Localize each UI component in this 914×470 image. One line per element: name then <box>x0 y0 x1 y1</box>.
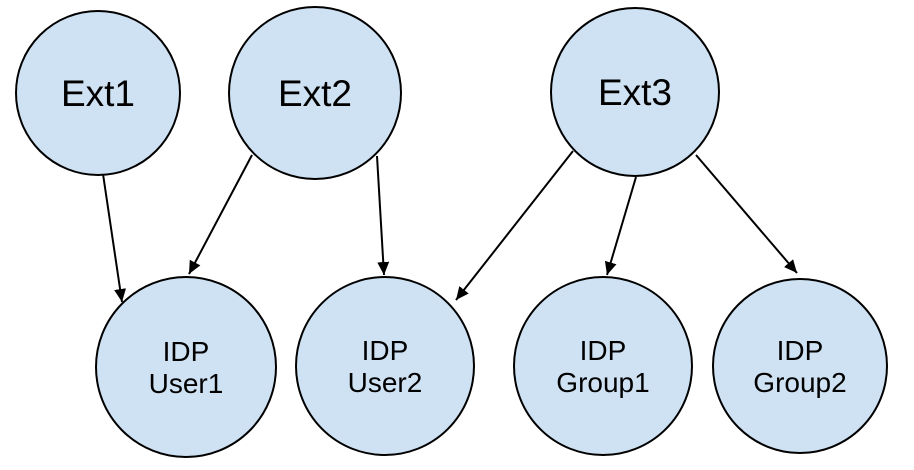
node-label-line: Ext1 <box>61 73 135 114</box>
node-label-line: IDP <box>777 335 824 366</box>
node-label-line: IDP <box>163 336 210 367</box>
node-label-line: Group1 <box>556 367 649 398</box>
node-label-line: Ext2 <box>278 73 352 114</box>
node-circle-ext2 <box>228 6 402 180</box>
node-label-line: IDP <box>580 335 627 366</box>
node-label-ext2: Ext2 <box>278 73 352 114</box>
node-circle-idp-user2 <box>295 276 475 456</box>
node-circle-ext3 <box>550 7 720 177</box>
node-label-line: Group2 <box>753 367 846 398</box>
edge-ext1-to-idp-user1 <box>102 173 127 303</box>
node-label-ext3: Ext3 <box>598 72 672 113</box>
node-label-line: Ext3 <box>598 72 672 113</box>
node-label-ext1: Ext1 <box>61 73 135 114</box>
node-circle-idp-group1 <box>513 276 693 456</box>
node-circle-idp-group2 <box>712 278 888 454</box>
node-circle-ext1 <box>15 10 181 176</box>
node-label-line: IDP <box>362 335 409 366</box>
edge-ext2-to-idp-user1 <box>188 154 253 275</box>
node-ext2: Ext2 <box>228 6 402 180</box>
edge-ext3-to-idp-group1 <box>604 176 637 276</box>
edge-ext3-to-idp-group2 <box>695 154 798 274</box>
node-ext3: Ext3 <box>550 7 720 177</box>
edge-ext3-to-idp-user2 <box>455 150 574 301</box>
node-ext1: Ext1 <box>15 10 181 176</box>
node-circle-idp-user1 <box>95 276 277 458</box>
node-label-line: User2 <box>348 367 423 398</box>
edge-ext2-to-idp-user2 <box>376 155 390 276</box>
node-label-line: User1 <box>149 368 224 399</box>
